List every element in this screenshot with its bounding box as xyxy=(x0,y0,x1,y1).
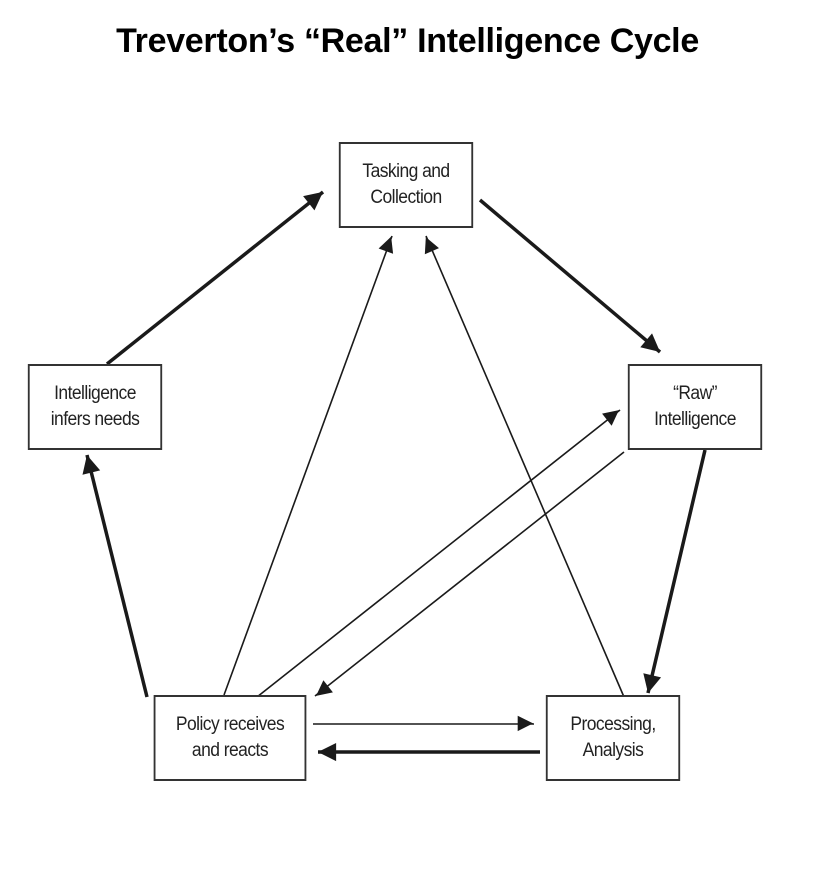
node-processing-analysis: Processing, Analysis xyxy=(545,695,681,781)
arrow-raw-to-processing xyxy=(643,449,707,694)
arrow-policy-to-tasking xyxy=(223,235,394,696)
node-policy-receives-and-reacts: Policy receives and reacts xyxy=(153,695,307,781)
arrow-raw-to-policy xyxy=(314,451,625,697)
node-tasking-and-collection: Tasking and Collection xyxy=(338,142,474,228)
arrow-infers-to-tasking xyxy=(105,190,325,366)
diagram-title: Treverton’s “Real” Intelligence Cycle xyxy=(116,22,699,60)
arrow-policy-to-infers xyxy=(82,454,149,698)
arrow-tasking-to-raw xyxy=(478,198,662,354)
node-intelligence-infers-needs: Intelligence infers needs xyxy=(27,364,163,450)
node-raw-intelligence: “Raw” Intelligence xyxy=(627,364,763,450)
arrow-policy-to-raw xyxy=(256,409,621,698)
arrow-processing-to-tasking xyxy=(424,235,625,698)
